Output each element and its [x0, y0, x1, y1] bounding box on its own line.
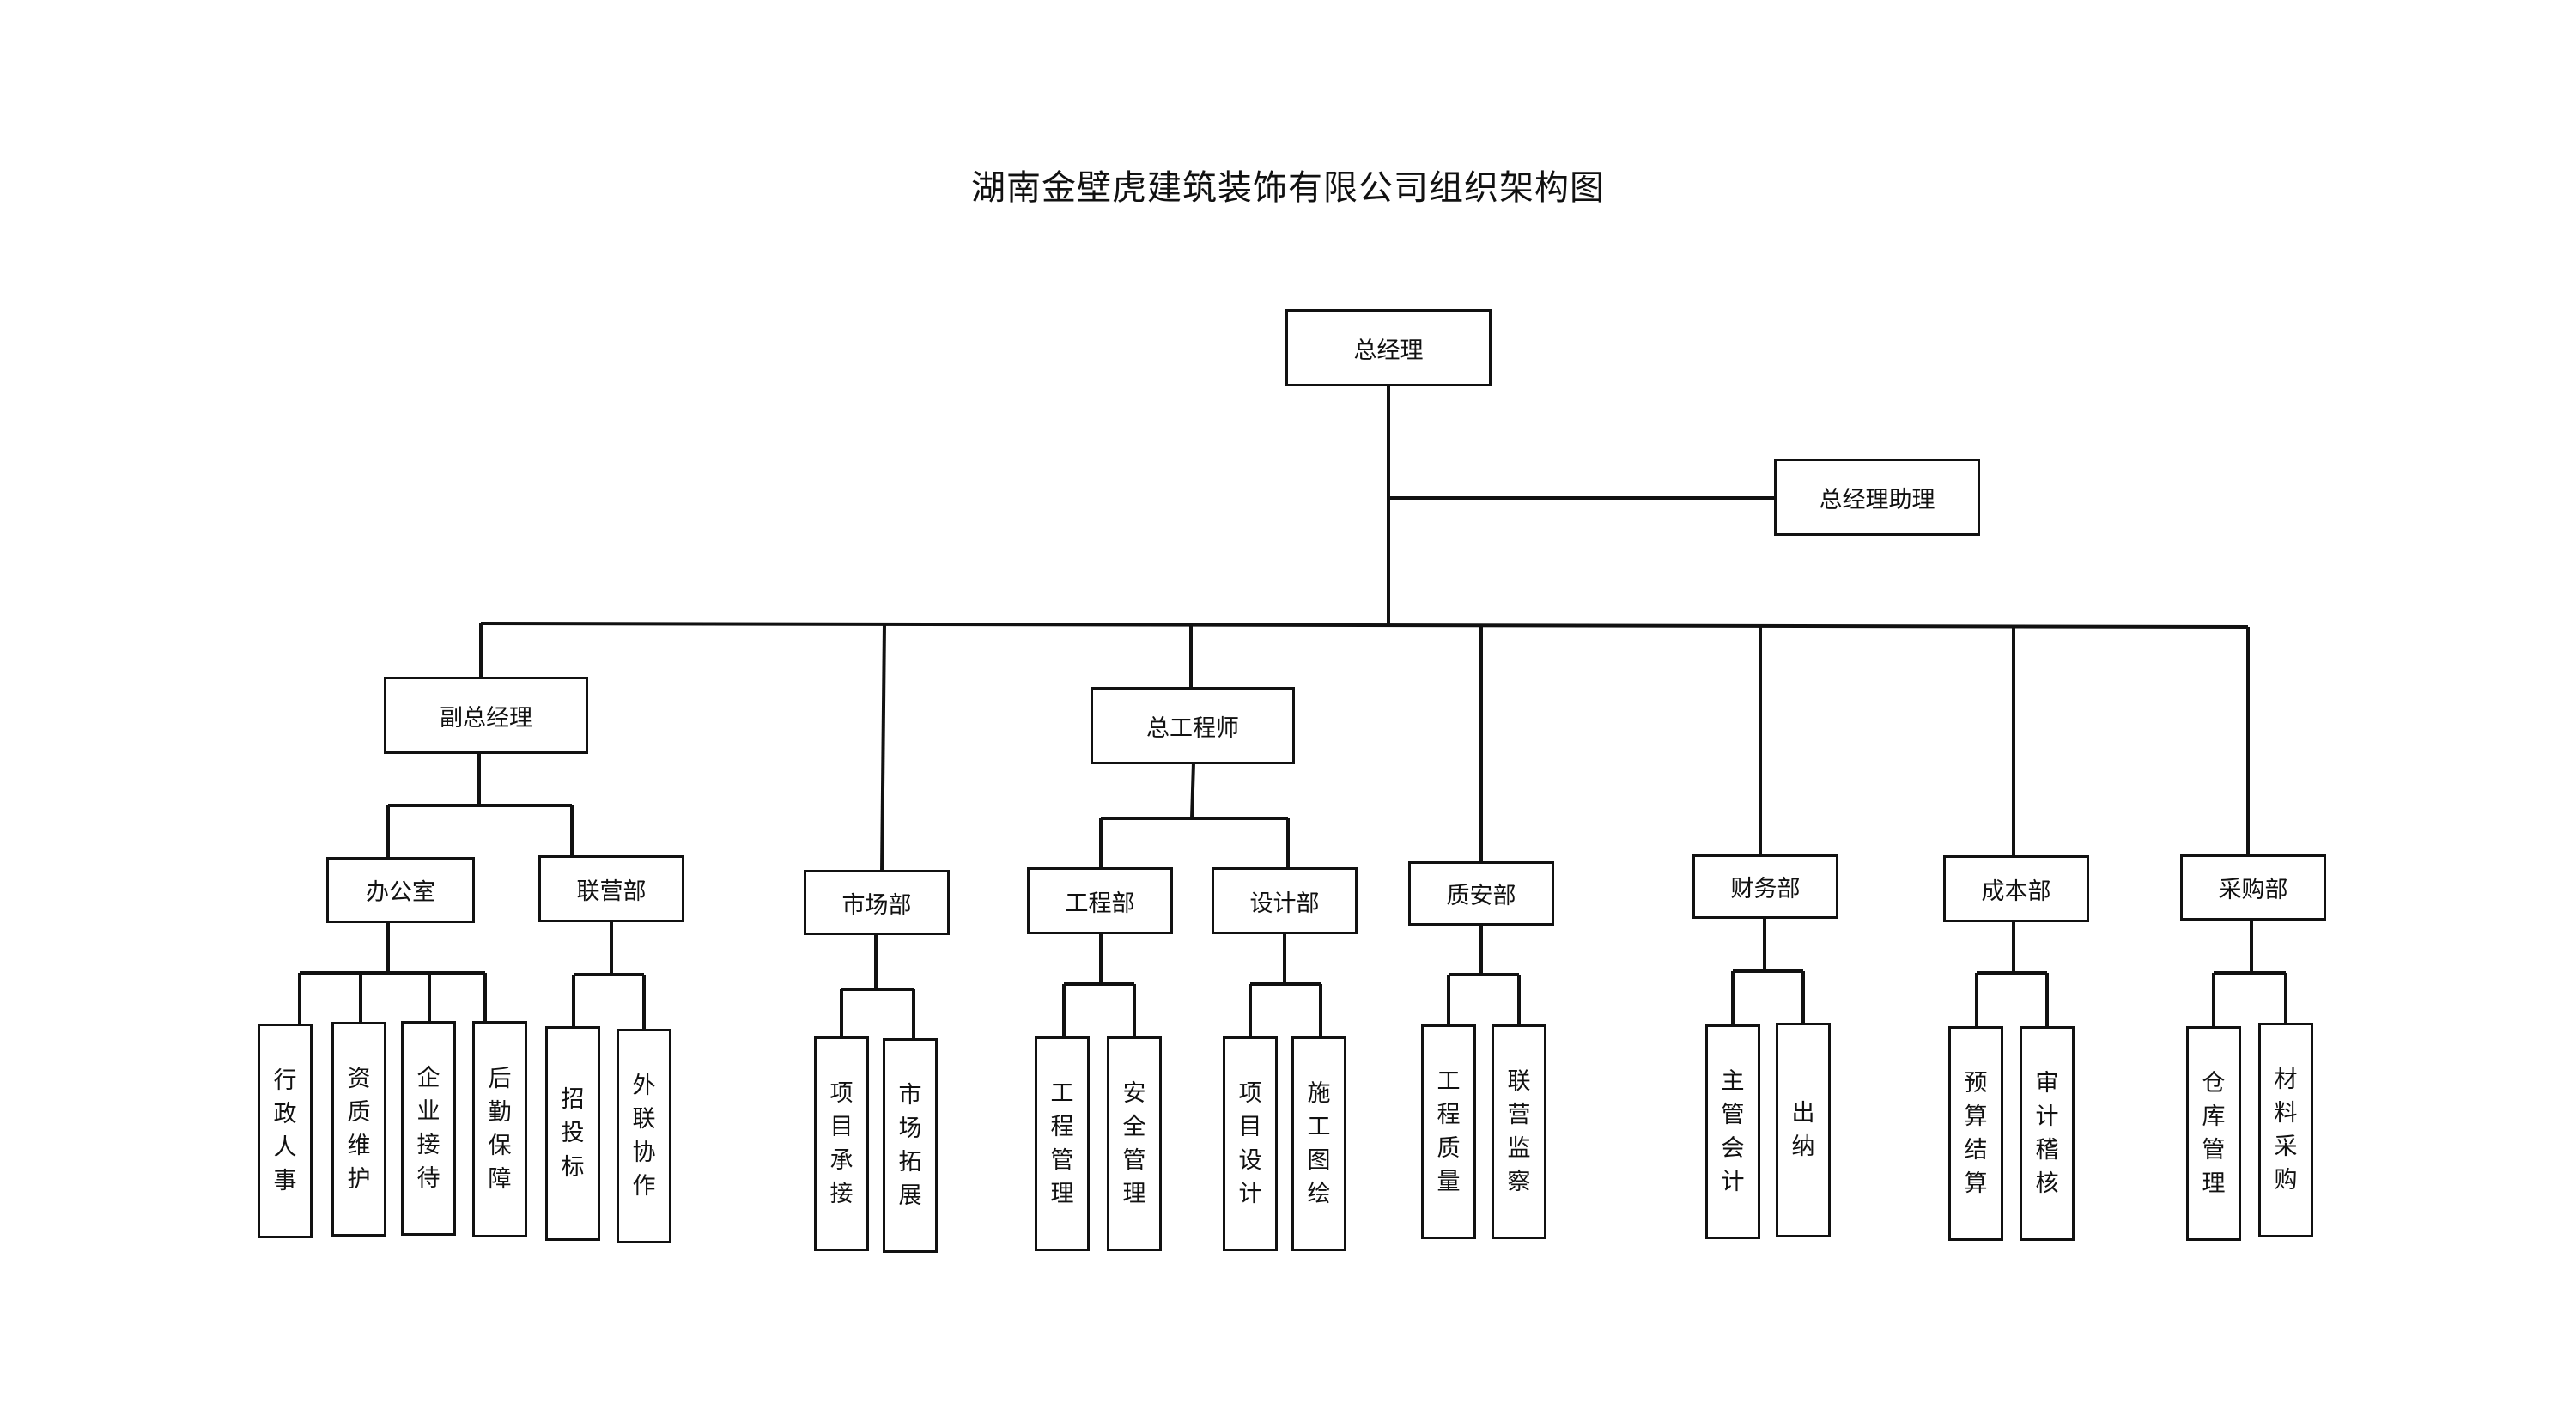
role-audit-box: 审计稽核 [2020, 1026, 2075, 1241]
role-project-undertaking-box: 项目承接 [814, 1036, 869, 1251]
role-engineering-management-box: 工程管理 [1035, 1036, 1090, 1251]
dept-office-box: 办公室 [326, 857, 475, 923]
role-warehouse-management-box: 仓库管理 [2186, 1026, 2241, 1241]
role-admin-hr-box: 行政人事 [258, 1024, 313, 1238]
role-bidding-box: 招投标 [545, 1026, 600, 1241]
role-construction-drawing-box: 施工图绘 [1291, 1036, 1346, 1251]
dept-design-box: 设计部 [1212, 867, 1358, 934]
role-external-cooperation-box: 外联协作 [617, 1029, 671, 1243]
gm-assistant-box: 总经理助理 [1774, 459, 1980, 536]
role-engineering-quality-box: 工程质量 [1421, 1024, 1476, 1239]
role-market-expansion-box: 市场拓展 [883, 1038, 938, 1253]
role-budget-settlement-box: 预算结算 [1948, 1026, 2003, 1241]
dept-purchase-box: 采购部 [2180, 854, 2326, 921]
role-cashier-box: 出纳 [1776, 1023, 1831, 1237]
dept-cost-box: 成本部 [1943, 855, 2089, 922]
role-project-design-box: 项目设计 [1223, 1036, 1278, 1251]
dept-engineering-box: 工程部 [1027, 867, 1173, 934]
dept-finance-box: 财务部 [1692, 854, 1838, 919]
dept-quality-safety-box: 质安部 [1408, 861, 1554, 926]
role-qualification-box: 资质维护 [331, 1022, 386, 1237]
role-joint-supervision-box: 联营监察 [1492, 1024, 1546, 1239]
role-logistics-box: 后勤保障 [472, 1021, 527, 1237]
chart-title: 湖南金壁虎建筑装饰有限公司组织架构图 [971, 168, 1605, 208]
vice-general-manager-box: 副总经理 [384, 677, 588, 754]
dept-market-box: 市场部 [804, 870, 950, 935]
dept-joint-operation-box: 联营部 [538, 855, 684, 922]
general-manager-box: 总经理 [1285, 309, 1492, 386]
chief-engineer-box: 总工程师 [1091, 687, 1295, 764]
role-material-procurement-box: 材料采购 [2258, 1023, 2313, 1237]
role-safety-management-box: 安全管理 [1107, 1036, 1162, 1251]
role-chief-accountant-box: 主管会计 [1705, 1024, 1760, 1239]
role-reception-box: 企业接待 [401, 1021, 456, 1236]
